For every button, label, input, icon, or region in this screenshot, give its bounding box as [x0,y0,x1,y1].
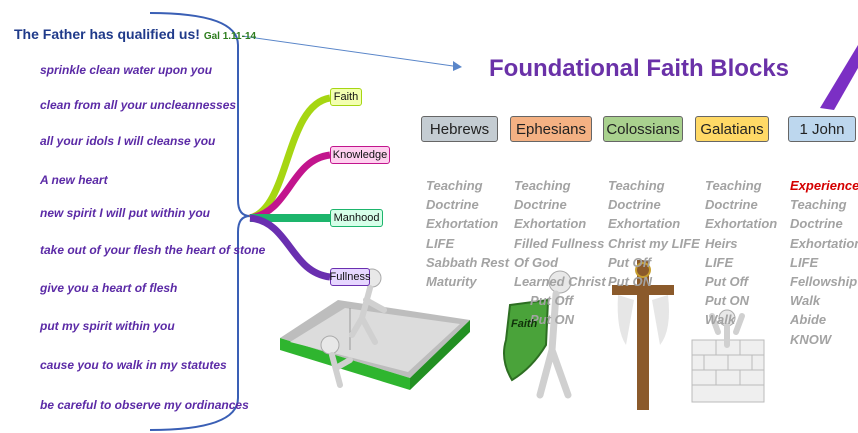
verse-item: take out of your flesh the heart of ston… [40,243,266,257]
heading-reference: Gal 1.11-14 [203,31,257,42]
book-header-hebrews: Hebrews [421,116,498,142]
column-ephesians: Teaching Doctrine Exhortation Filled Ful… [514,176,606,330]
column-item: Learned Christ [514,274,606,290]
verse-item: clean from all your uncleannesses [40,98,237,112]
decorative-slash [820,45,858,110]
column-item: Exhortation [790,235,858,251]
column-item: Put Off [530,293,574,309]
column-item: Teaching [514,178,571,193]
column-item-highlight: Experience of [790,178,858,193]
column-item: Put ON [530,312,575,328]
column-item: Walk [705,312,736,328]
branch-node-manhood: Manhood [330,209,383,227]
column-item: Put Off [705,274,749,290]
book-header-galatians: Galatians [695,116,769,142]
verse-item: cause you to walk in my statutes [40,358,227,372]
column-item: Teaching [790,197,847,213]
column-item: Filled Fullness [514,235,605,251]
arrow-line [241,35,461,68]
column-1-john: Experience of Teaching Doctrine Exhortat… [790,176,858,349]
verse-item: A new heart [40,173,108,187]
column-item: Teaching [705,178,762,193]
shield-label: Faith [511,318,538,330]
heading-text: The Father has qualified us! [14,26,200,42]
column-item: LIFE [705,254,734,270]
cross-illustration [612,260,674,410]
heading: The Father has qualified us! Gal 1.11-14 [14,26,256,42]
book-platform-illustration [280,268,470,390]
column-item: Doctrine [790,216,843,232]
branch-node-faith: Faith [330,88,362,106]
column-item: Exhortation [705,216,778,232]
column-item: Of God [514,254,559,270]
book-header-colossians: Colossians [603,116,683,142]
column-item: Christ my LIFE [608,235,700,251]
column-item: Heirs [705,235,738,251]
book-header-ephesians: Ephesians [510,116,592,142]
column-item: Exhortation [608,216,681,232]
verse-item: sprinkle clean water upon you [40,63,213,77]
column-item: Teaching [608,178,665,193]
arrow-head [453,61,462,71]
column-item: Put Off [608,254,652,270]
column-item: Doctrine [705,197,758,213]
column-item: Exhortation [514,216,587,232]
column-item: Doctrine [426,197,479,213]
column-item: Teaching [426,178,483,193]
branch-node-knowledge: Knowledge [330,146,390,164]
column-item: Doctrine [514,197,567,213]
column-hebrews: Teaching Doctrine Exhortation LIFE Sabba… [426,176,509,291]
verse-item: give you a heart of flesh [40,281,178,295]
column-item: Walk [790,293,821,309]
column-item: Exhortation [426,216,499,232]
column-item: LIFE [790,254,819,270]
column-colossians: Teaching Doctrine Exhortation Christ my … [608,176,700,291]
column-item: Sabbath Rest [426,254,510,270]
column-item: Fellowship [790,274,858,290]
column-galatians: Teaching Doctrine Exhortation Heirs LIFE… [705,176,777,330]
verse-item: all your idols I will cleanse you [40,134,216,148]
branch-fullness [249,214,331,281]
column-item: Put ON [705,293,750,309]
shield-figure-illustration [503,270,572,399]
branch-node-fullness: Fullness [330,268,370,286]
column-item: Abide [790,312,827,328]
verse-item: new spirit I will put within you [40,206,210,220]
column-item: Put ON [608,274,653,290]
column-item: KNOW [790,331,832,347]
column-item: LIFE [426,235,455,251]
verse-item: be careful to observe my ordinances [40,398,249,412]
column-item: Doctrine [608,197,661,213]
brick-wall-illustration [691,309,765,403]
book-header-1-john: 1 John [788,116,856,142]
column-item: Maturity [426,274,477,290]
verse-item: put my spirit within you [40,319,175,333]
page-title: Foundational Faith Blocks [489,55,790,82]
